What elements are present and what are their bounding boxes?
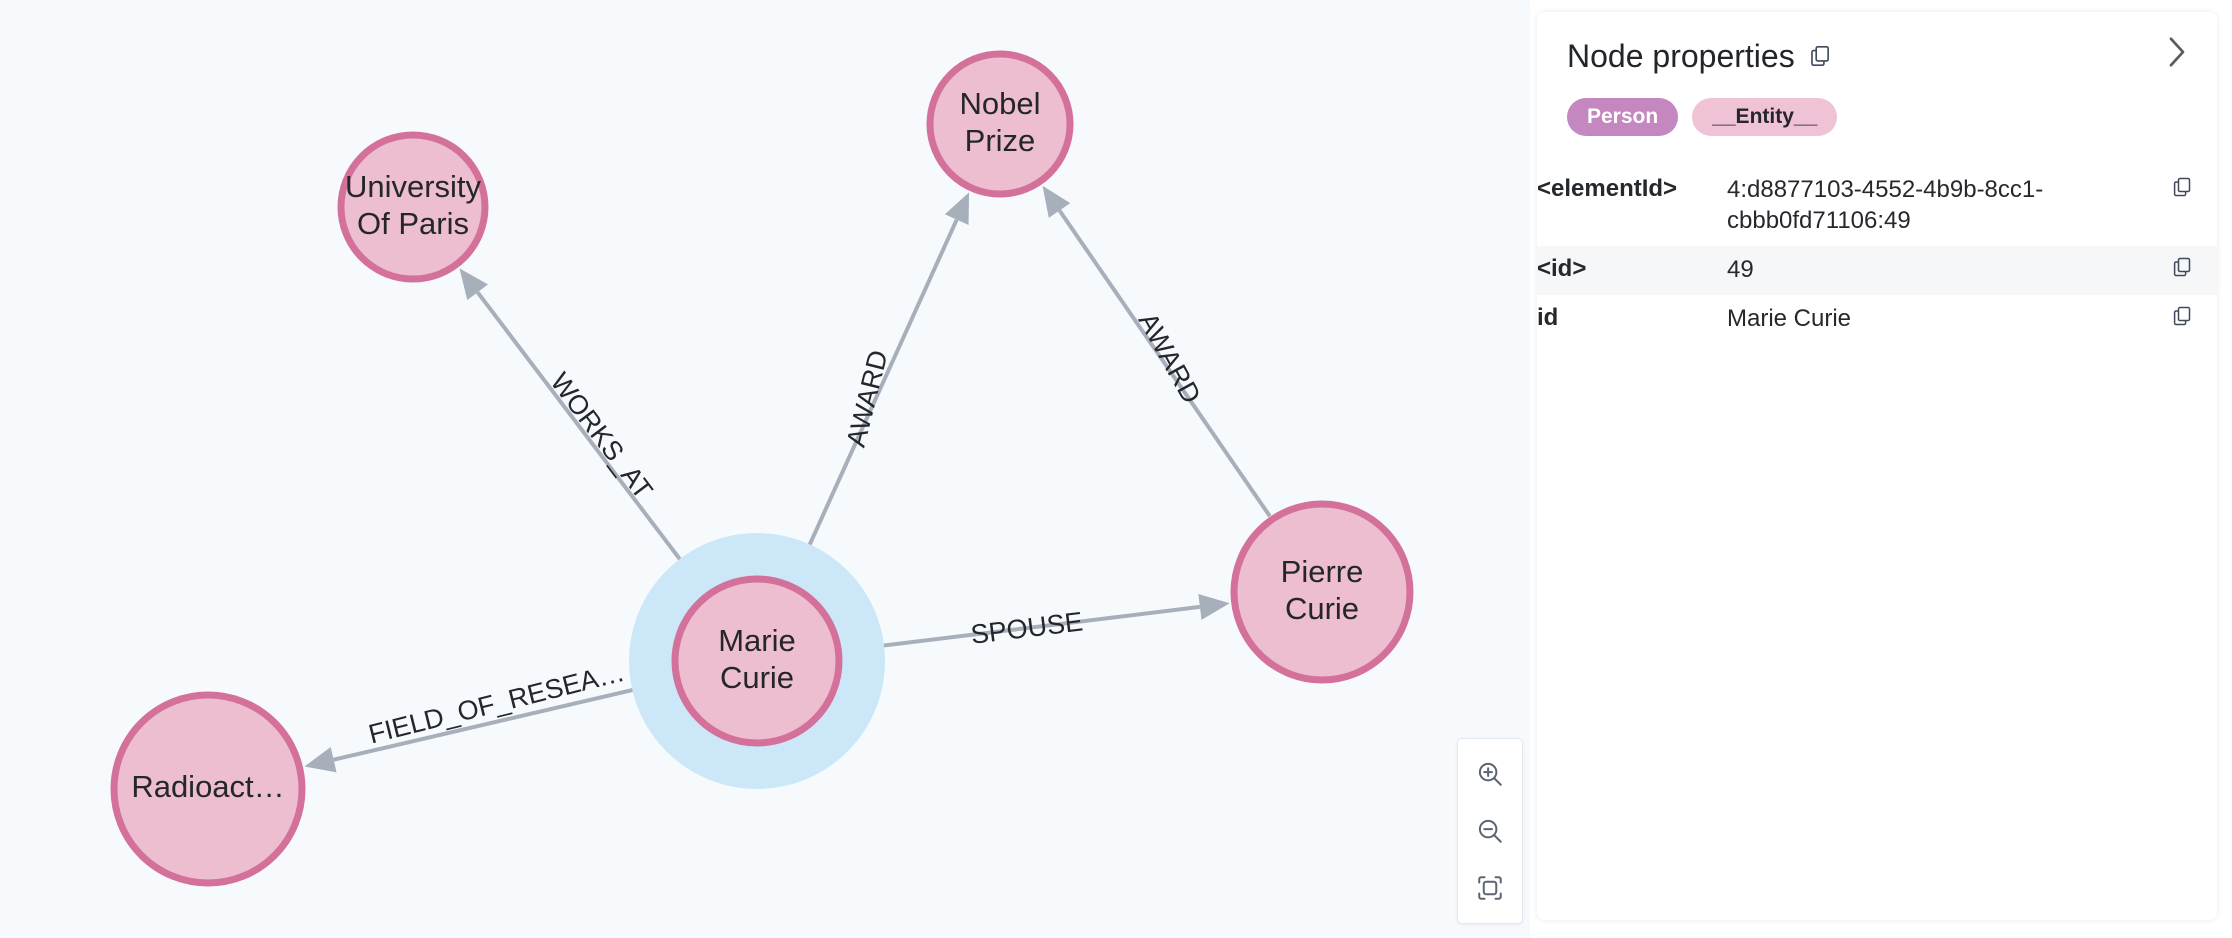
relationship-line[interactable] (790, 218, 959, 584)
graph-node-radioactivity[interactable]: Radioact… (110, 691, 306, 887)
property-row: <elementId> 4:d8877103-4552-4b9b-8cc1-cbb… (1537, 166, 2217, 245)
properties-table: <elementId> 4:d8877103-4552-4b9b-8cc1-cbb… (1537, 166, 2217, 343)
relationship-line[interactable] (476, 291, 707, 594)
node-circle[interactable] (1230, 500, 1414, 684)
collapse-panel-button[interactable] (2155, 32, 2199, 76)
copy-icon[interactable] (2170, 175, 2194, 206)
property-value: 49 (1727, 255, 1754, 283)
zoom-controls-panel (1457, 738, 1523, 924)
property-row: id Marie Curie (1537, 295, 2217, 344)
node-label-chip-0[interactable]: Person (1567, 98, 1679, 137)
page-title: Node properties (1567, 38, 1795, 74)
relationship-label-award-marie: AWARD (841, 347, 894, 450)
relationship-label-field-of-research: FIELD_OF_RESEA… (366, 657, 628, 750)
copy-property-cell (2147, 295, 2217, 344)
property-value: Marie Curie (1727, 304, 1852, 332)
relationship-arrowhead (1198, 594, 1230, 620)
zoom-out-icon (1475, 816, 1505, 846)
copy-property-cell (2147, 166, 2217, 245)
relationship-arrowhead (944, 192, 970, 226)
relationship-label-works-at: WORKS_AT (545, 367, 659, 504)
relationship-line[interactable] (1057, 209, 1272, 518)
relationship-label-award-pierre: AWARD (1133, 308, 1207, 409)
zoom-in-icon (1475, 759, 1505, 789)
property-key: <elementId> (1537, 175, 1678, 203)
copy-all-properties-icon[interactable] (1807, 43, 1833, 69)
relationship-line[interactable] (333, 678, 674, 762)
node-circle[interactable] (110, 691, 306, 887)
panel-header: Node properties (1537, 12, 2217, 72)
chevron-right-icon (2164, 34, 2190, 75)
property-key: <id> (1537, 254, 1587, 282)
property-key: id (1537, 303, 1559, 331)
node-circle[interactable] (926, 50, 1074, 198)
property-row: <id> 49 (1537, 245, 2217, 295)
relationship-layer (304, 185, 1272, 773)
property-value: 4:d8877103-4552-4b9b-8cc1-cbbb0fd71106:4… (1727, 176, 2044, 234)
node-properties-panel: Node properties Person __Entity__ <elemen… (1537, 12, 2217, 920)
relationship-arrowhead (304, 747, 337, 773)
relationship-arrowhead (1042, 185, 1071, 218)
relationship-arrowhead (459, 268, 488, 301)
node-circle[interactable] (671, 575, 843, 747)
zoom-out-button[interactable] (1465, 806, 1515, 856)
node-label-chips: Person __Entity__ (1537, 72, 2217, 137)
copy-icon[interactable] (2170, 255, 2194, 286)
node-label-chip-1[interactable]: __Entity__ (1692, 98, 1838, 137)
fit-to-screen-button[interactable] (1465, 863, 1515, 913)
relationship-line[interactable] (842, 604, 1201, 653)
zoom-in-button[interactable] (1465, 749, 1515, 799)
node-circle[interactable] (337, 131, 489, 283)
fit-to-screen-icon (1475, 873, 1505, 903)
copy-icon[interactable] (2170, 304, 2194, 335)
copy-property-cell (2147, 246, 2217, 295)
